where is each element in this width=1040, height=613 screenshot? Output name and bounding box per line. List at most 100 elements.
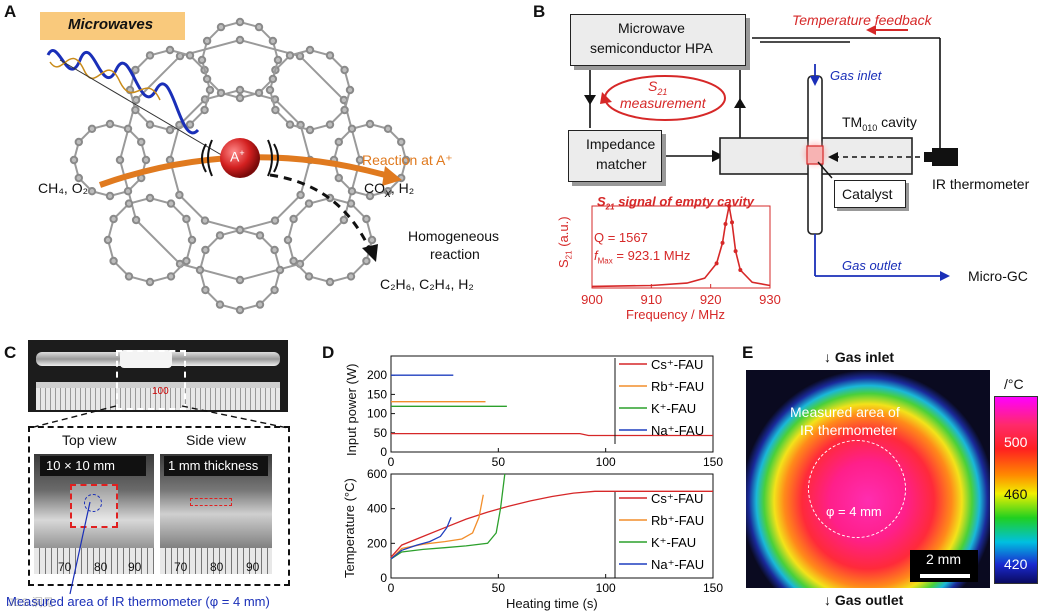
framework-atom — [175, 190, 184, 200]
framework-atom — [201, 285, 210, 295]
heating-time-xlabel: Heating time (s) — [506, 596, 598, 611]
matcher-label-line2: matcher — [596, 156, 647, 172]
framework-atom — [255, 300, 265, 309]
x-tick-label: 100 — [596, 581, 616, 595]
framework-atom — [304, 272, 314, 281]
colorbar-tick-460: 460 — [1004, 486, 1028, 502]
inset-xtick-label: 930 — [759, 292, 781, 307]
framework-atom — [296, 190, 305, 200]
x-tick-label: 0 — [388, 455, 395, 469]
cation-label: A+ — [230, 148, 245, 165]
framework-atom — [285, 51, 295, 60]
inset-s21-point — [730, 220, 735, 225]
inset-xlabel: Frequency / MHz — [626, 307, 725, 322]
framework-atom — [166, 199, 176, 208]
framework-atom — [285, 120, 295, 129]
framework-atom — [109, 214, 118, 224]
ir-thermometer-body — [932, 148, 958, 166]
reactants-label: CH₄, O₂ — [38, 180, 89, 196]
framework-atom — [346, 272, 356, 281]
framework-atom — [289, 256, 298, 266]
framework-atom — [283, 235, 293, 245]
plot-frame — [390, 473, 714, 579]
plot-frame — [390, 355, 714, 453]
series-line — [391, 432, 713, 437]
framework-atom — [74, 173, 84, 183]
y-tick-label: 0 — [380, 445, 387, 459]
measured-area-circle — [808, 440, 906, 538]
colorbar-tick-500: 500 — [1004, 434, 1028, 450]
framework-atom — [205, 85, 215, 95]
phi-label: φ = 4 mm — [826, 504, 882, 519]
inset-xtick-label: 900 — [581, 292, 603, 307]
framework-atom — [271, 105, 280, 115]
framework-atom — [340, 105, 349, 115]
vibration-marks — [201, 139, 279, 177]
framework-atom — [325, 120, 335, 129]
framework-atom — [187, 235, 197, 245]
inset-s21-point — [720, 240, 725, 245]
framework-atom — [235, 35, 245, 45]
framework-atom — [197, 55, 207, 65]
top-ruler-70: 70 — [58, 560, 72, 574]
scalebar-label: 2 mm — [926, 551, 961, 567]
y-tick-label: 200 — [367, 536, 387, 550]
framework-atom — [216, 22, 226, 32]
framework-atom — [347, 124, 357, 134]
framework-atom — [383, 124, 393, 134]
colorbar — [994, 396, 1038, 584]
y-tick-label: 600 — [367, 467, 387, 481]
y-tick-label: 50 — [374, 426, 388, 440]
side-ruler-70: 70 — [174, 560, 188, 574]
thickness-label: 1 mm thickness — [168, 458, 259, 473]
framework-atom — [367, 235, 377, 245]
colorbar-tick-420: 420 — [1004, 556, 1028, 572]
framework-atom — [305, 45, 315, 55]
framework-atom — [235, 93, 245, 103]
framework-atom — [346, 199, 356, 208]
tm010-cavity-label: TM010 cavity — [842, 114, 917, 133]
framework-atom — [201, 245, 210, 255]
measured-area-line1: Measured area of — [790, 404, 900, 420]
side-catalyst-line — [190, 498, 232, 506]
scalebar-line — [920, 574, 970, 578]
framework-ring — [198, 228, 281, 312]
framework-atom — [123, 187, 133, 196]
caption-pointer — [69, 501, 91, 595]
panel-a-illustration — [0, 0, 520, 330]
inset-s21-point — [738, 267, 743, 272]
hpa-box — [570, 14, 746, 66]
framework-atom — [255, 231, 265, 240]
framework-atom — [289, 214, 298, 224]
ruler-100-label: 100 — [152, 386, 169, 397]
legend-label: Rb⁺-FAU — [651, 513, 704, 528]
framework-atom — [235, 305, 245, 315]
inset-xtick-label: 910 — [640, 292, 662, 307]
framework-atom — [195, 265, 205, 275]
ir-area-caption: Measured area of IR thermometer (φ = 4 m… — [6, 594, 270, 609]
homogeneous-label-line2: reaction — [430, 246, 480, 262]
framework-atom — [141, 155, 151, 165]
framework-atom — [166, 272, 176, 281]
framework-atom — [145, 193, 155, 203]
framework-atom — [131, 105, 140, 115]
ir-thermometer-label: IR thermometer — [932, 176, 1030, 192]
framework-atom — [365, 191, 375, 201]
y-tick-label: 100 — [367, 407, 387, 421]
framework-atom — [74, 137, 84, 147]
framework-atom — [268, 36, 278, 46]
framework-atom — [87, 124, 97, 134]
zeolite-framework-illustration — [46, 17, 411, 315]
framework-atom — [103, 235, 113, 245]
framework-atom — [254, 22, 264, 32]
framework-atom — [185, 120, 195, 129]
series-line — [390, 473, 506, 560]
framework-atom — [137, 137, 146, 147]
framework-atom — [131, 215, 141, 225]
legend-label: Cs⁺-FAU — [651, 357, 703, 372]
top-ruler-90: 90 — [128, 560, 142, 574]
framework-atom — [200, 105, 209, 115]
x-tick-label: 0 — [388, 581, 395, 595]
